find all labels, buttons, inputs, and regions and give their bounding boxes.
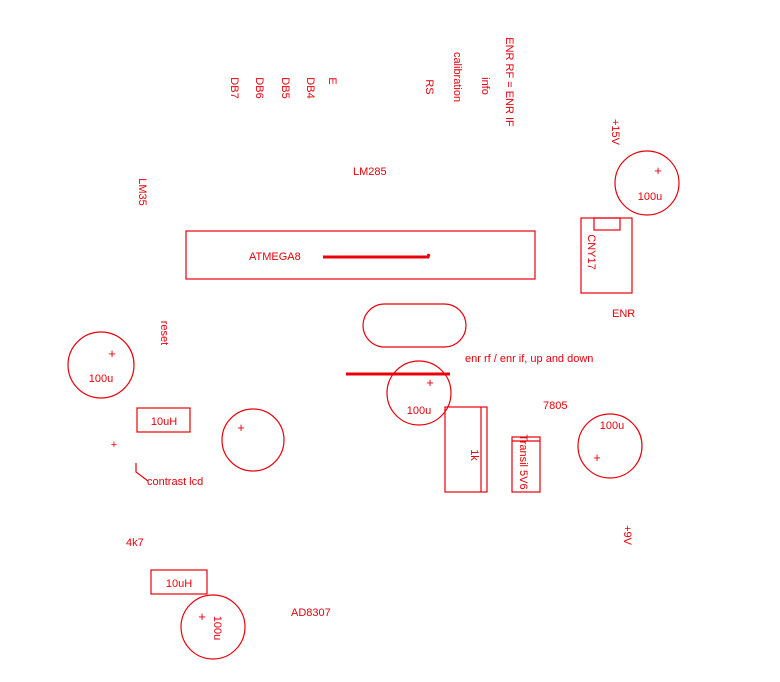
label-lm285: LM285: [353, 166, 387, 178]
atmega8-outline: [185, 230, 536, 280]
label-db7: DB7: [228, 77, 240, 98]
label-contrast: contrast lcd: [147, 476, 203, 488]
plus-cap-bottom: +: [198, 609, 206, 624]
label-plus15v: +15V: [609, 119, 621, 146]
polarity-markers: + + + + + + +: [108, 163, 662, 624]
label-ad8307: AD8307: [291, 607, 331, 619]
label-4k7: 4k7: [126, 537, 144, 549]
label-reset: reset: [158, 321, 170, 345]
label-rs: RS: [423, 79, 435, 94]
plus-cap-left: +: [108, 346, 116, 361]
label-1k: 1k: [468, 449, 480, 461]
label-cny17: CNY17: [585, 234, 597, 269]
capacitor-center: [386, 360, 452, 426]
label-lm35: LM35: [136, 178, 148, 206]
crystal-outline: [362, 303, 467, 348]
label-calibration: calibration: [451, 52, 463, 102]
label-enr-rf-if: enr rf / enr if, up and down: [465, 353, 593, 365]
capacitor-mid-left: [221, 408, 285, 472]
label-db5: DB5: [279, 77, 291, 98]
plus-cap-top-right: +: [654, 163, 662, 178]
capacitor-left: [67, 331, 135, 399]
label-cap-top-right: 100u: [638, 191, 662, 203]
cny17-pin1-marker: [593, 217, 621, 231]
label-info: info: [479, 77, 491, 95]
lcd-pin-labels: DB7 DB6 DB5 DB4 E RS calibration info EN…: [136, 37, 633, 640]
capacitor-right: [577, 413, 643, 479]
label-plus9v: +9V: [621, 525, 633, 546]
component-labels: LM285 ATMEGA8 ENR enr rf / enr if, up an…: [89, 166, 662, 619]
plus-cap-mid-left: +: [237, 420, 245, 435]
inductor-lower-outline: [150, 569, 208, 595]
label-cap-center: 100u: [407, 405, 431, 417]
contrast-lead: [135, 463, 149, 482]
label-enr: ENR: [612, 308, 635, 320]
label-inductor-lower: 10uH: [166, 578, 192, 590]
label-inductor-upper: 10uH: [151, 416, 177, 428]
capacitor-top-right: [614, 150, 680, 216]
label-enr-equation: ENR RF = ENR IF: [503, 37, 515, 127]
label-transil: Transil 5V6: [517, 434, 529, 489]
label-atmega8: ATMEGA8: [249, 251, 301, 263]
transil-outline: [511, 436, 541, 493]
label-cap-left: 100u: [89, 373, 113, 385]
plus-cap-center: +: [426, 375, 434, 390]
label-cap-bottom: 100u: [211, 616, 223, 640]
plus-contrast: +: [111, 439, 117, 451]
resistor-1k-outline: [444, 406, 488, 493]
label-db6: DB6: [253, 77, 265, 98]
label-cap-right: 100u: [600, 420, 624, 432]
capacitor-bottom: [180, 594, 246, 660]
label-db4: DB4: [304, 77, 316, 98]
label-e: E: [326, 77, 338, 84]
atmega8-trace: [323, 253, 431, 259]
plus-cap-right: +: [593, 450, 601, 465]
label-7805: 7805: [543, 400, 567, 412]
inductor-upper-outline: [136, 407, 191, 433]
